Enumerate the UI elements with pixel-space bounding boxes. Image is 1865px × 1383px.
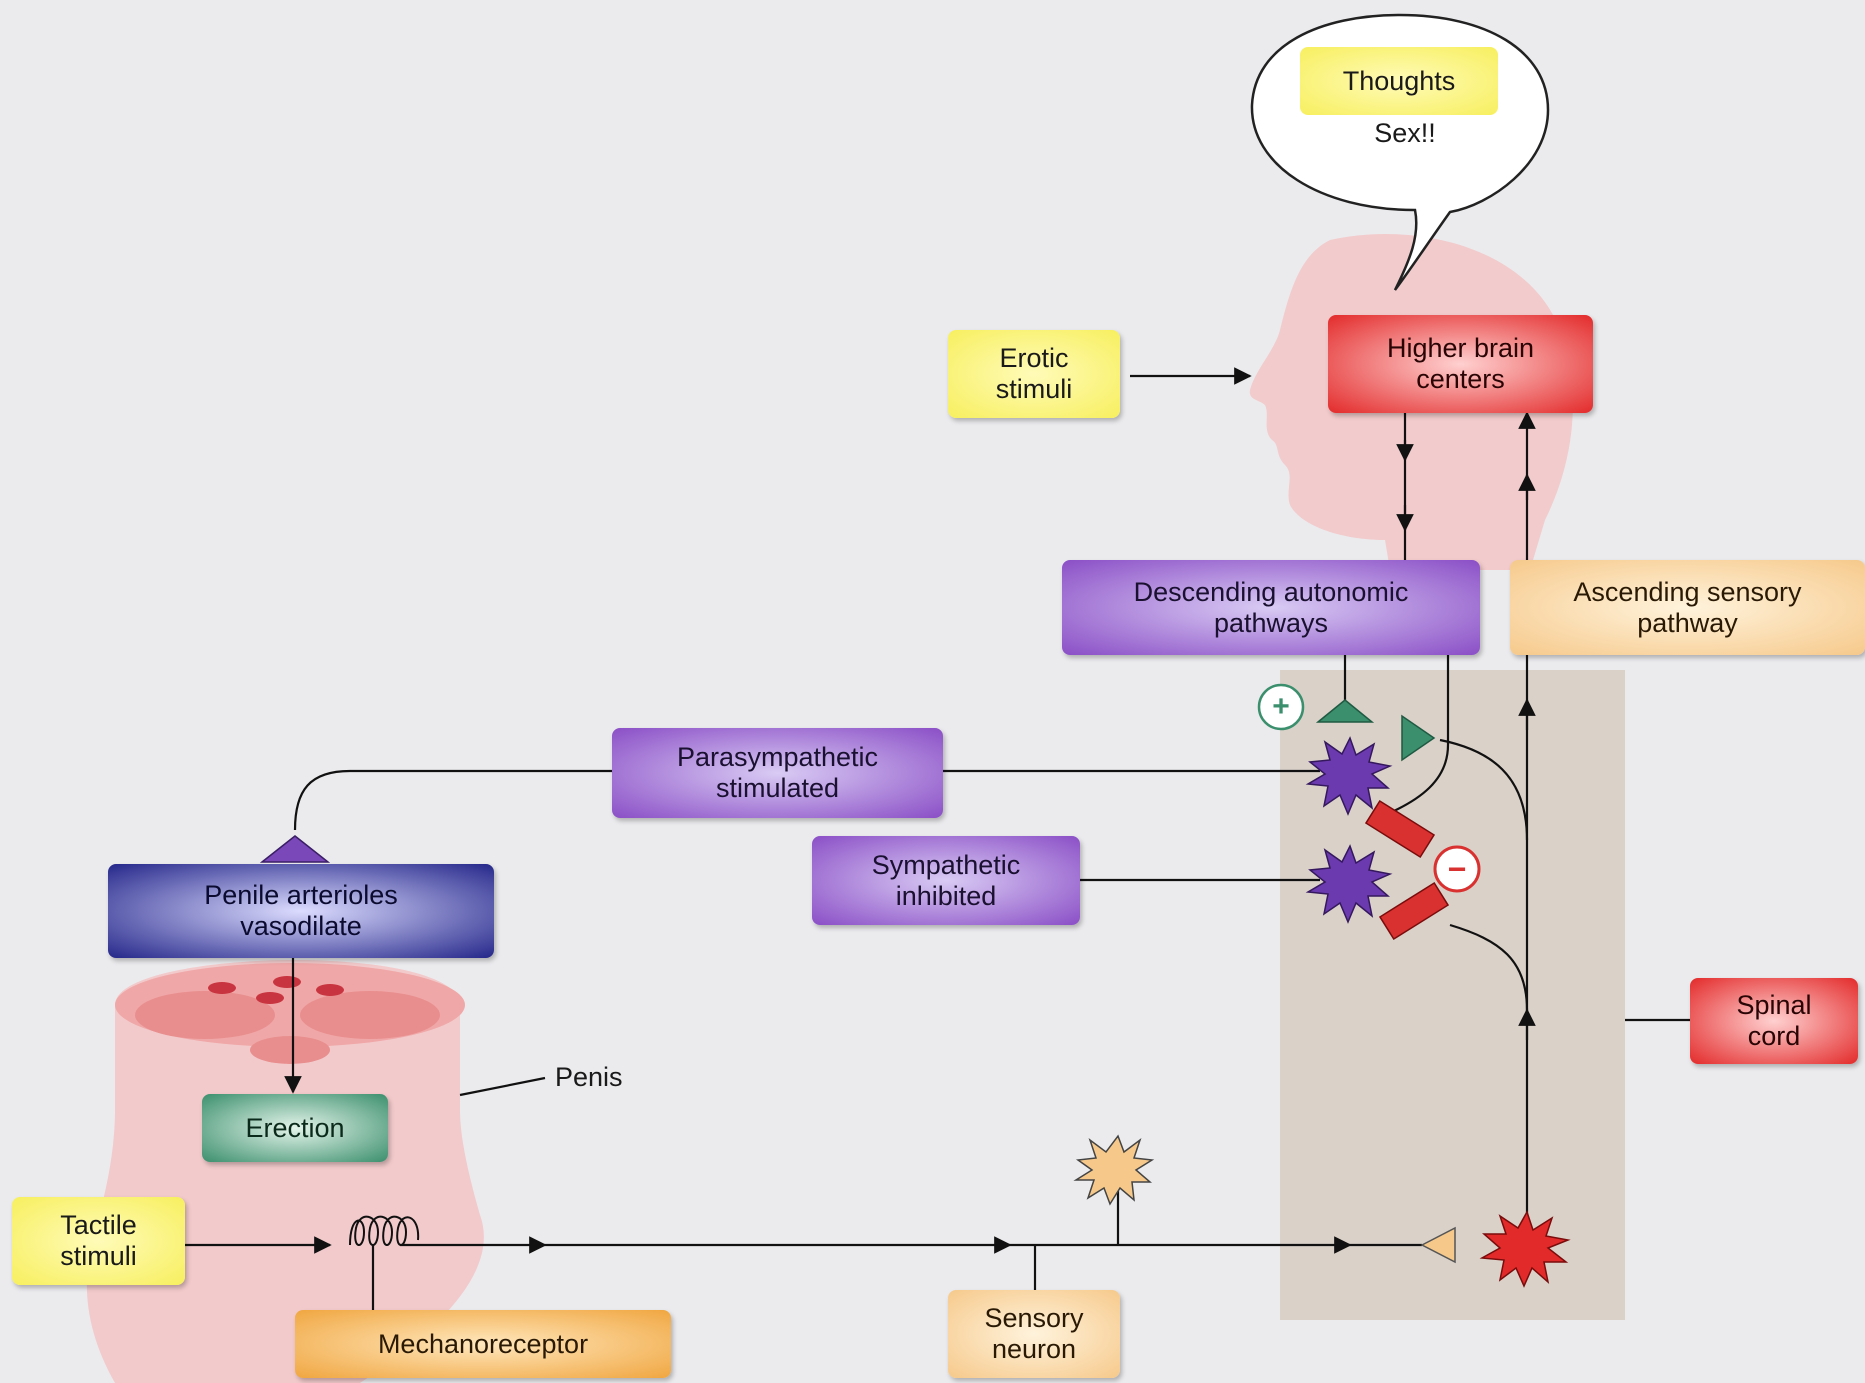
arteriole-dot-icon <box>273 976 301 988</box>
higher-brain-centers-box: Higher brain centers <box>1328 315 1593 413</box>
corpus-right-icon <box>300 991 440 1039</box>
arteriole-dot-icon <box>256 992 284 1004</box>
arteriole-dot-icon <box>316 984 344 996</box>
parasympathetic-stimulated-box: Parasympathetic stimulated <box>612 728 943 818</box>
sympathetic-inhibited-box: Sympathetic inhibited <box>812 836 1080 925</box>
sensory-neuron-body-icon <box>1073 1134 1155 1206</box>
erotic-stimuli-box: Erotic stimuli <box>948 330 1120 418</box>
descending-autonomic-pathways-box: Descending autonomic pathways <box>1062 560 1480 655</box>
excitation-plus-icon <box>1257 683 1305 731</box>
spinal-cord-box: Spinal cord <box>1690 978 1858 1064</box>
erection-box: Erection <box>202 1094 388 1162</box>
excitatory-terminal-side-icon <box>1401 714 1436 762</box>
inhibitory-terminal-lower-icon <box>1378 881 1450 941</box>
thoughts-label: Thoughts <box>1300 47 1498 115</box>
arteriole-dot-icon <box>208 982 236 994</box>
penis-label: Penis <box>555 1062 623 1092</box>
sex-thought-text: Sex!! <box>1374 118 1436 148</box>
interneuron-body-icon <box>1479 1210 1571 1288</box>
excitatory-terminal-down-icon <box>1315 699 1375 723</box>
plus-sign: + <box>1272 690 1290 723</box>
ascending-sensory-pathway-box: Ascending sensory pathway <box>1510 560 1865 655</box>
inhibitory-terminal-upper-icon <box>1364 799 1436 859</box>
tactile-stimuli-box: Tactile stimuli <box>12 1197 185 1285</box>
mechanoreceptor-box: Mechanoreceptor <box>295 1310 671 1378</box>
minus-sign: − <box>1447 851 1467 887</box>
corpus-left-icon <box>135 991 275 1039</box>
inhibition-minus-icon <box>1433 845 1481 893</box>
sympathetic-neuron-icon <box>1305 844 1393 924</box>
penile-arterioles-vasodilate-box: Penile arterioles vasodilate <box>108 864 494 958</box>
arteriole-terminal-icon <box>259 835 331 863</box>
corpus-spongiosum-icon <box>250 1036 330 1064</box>
penis-silhouette <box>86 960 484 1383</box>
parasympathetic-neuron-icon <box>1305 736 1393 816</box>
sensory-terminal-icon <box>1420 1226 1456 1264</box>
sensory-neuron-box: Sensory neuron <box>948 1290 1120 1378</box>
mechanoreceptor-coil-icon <box>349 1215 420 1246</box>
